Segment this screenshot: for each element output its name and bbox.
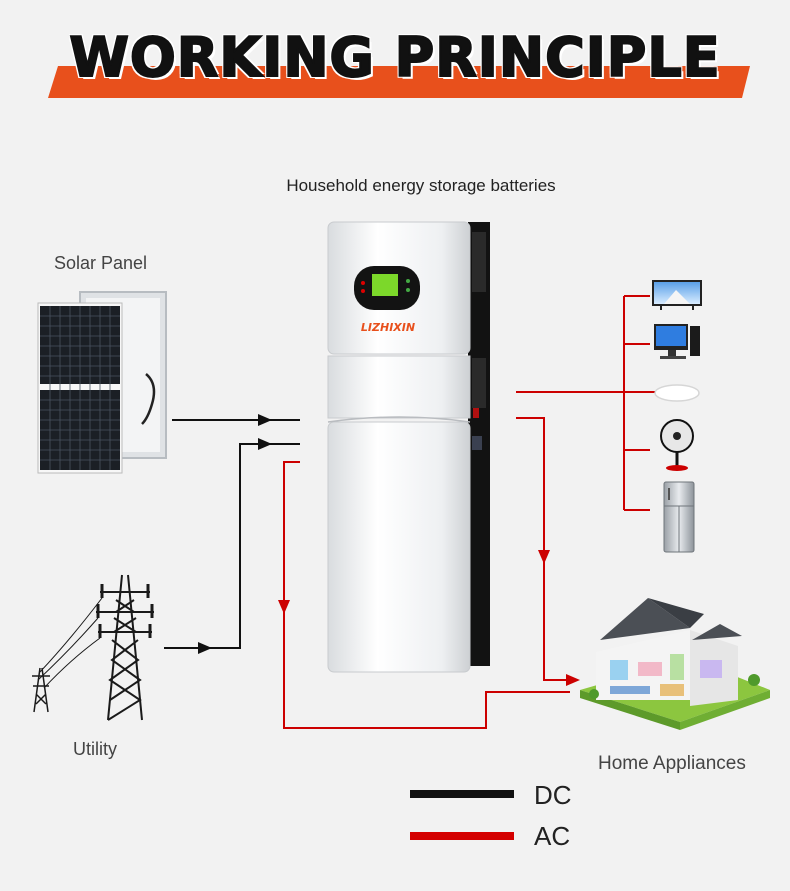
solar-panel-icon <box>37 291 167 474</box>
ac-lines <box>283 295 656 729</box>
battery-cabinet: LIZHIXIN <box>327 221 490 673</box>
dc-arrows <box>198 414 272 654</box>
ceiling-light-icon <box>654 384 700 402</box>
dc-lines <box>164 419 300 649</box>
legend-dc-label: DC <box>534 780 572 810</box>
label-utility: Utility <box>73 739 117 759</box>
title-banner <box>48 66 750 98</box>
brand-logo: LIZHIXIN <box>361 321 415 334</box>
small-pylon-icon <box>32 667 50 713</box>
ac-arrows <box>278 550 580 686</box>
home-illustration-icon <box>580 598 770 730</box>
legend-ac-label: AC <box>534 821 571 851</box>
power-pylon-icon <box>32 574 154 721</box>
desktop-computer-icon <box>654 324 700 359</box>
tv-icon <box>652 280 702 310</box>
refrigerator-icon <box>663 481 695 553</box>
page-title: WORKING PRINCIPLE <box>68 25 721 90</box>
label-home-appliances: Home Appliances <box>598 753 746 774</box>
label-storage-batteries: Household energy storage batteries <box>286 176 556 195</box>
fan-icon <box>660 419 694 471</box>
label-solar-panel: Solar Panel <box>54 253 148 273</box>
